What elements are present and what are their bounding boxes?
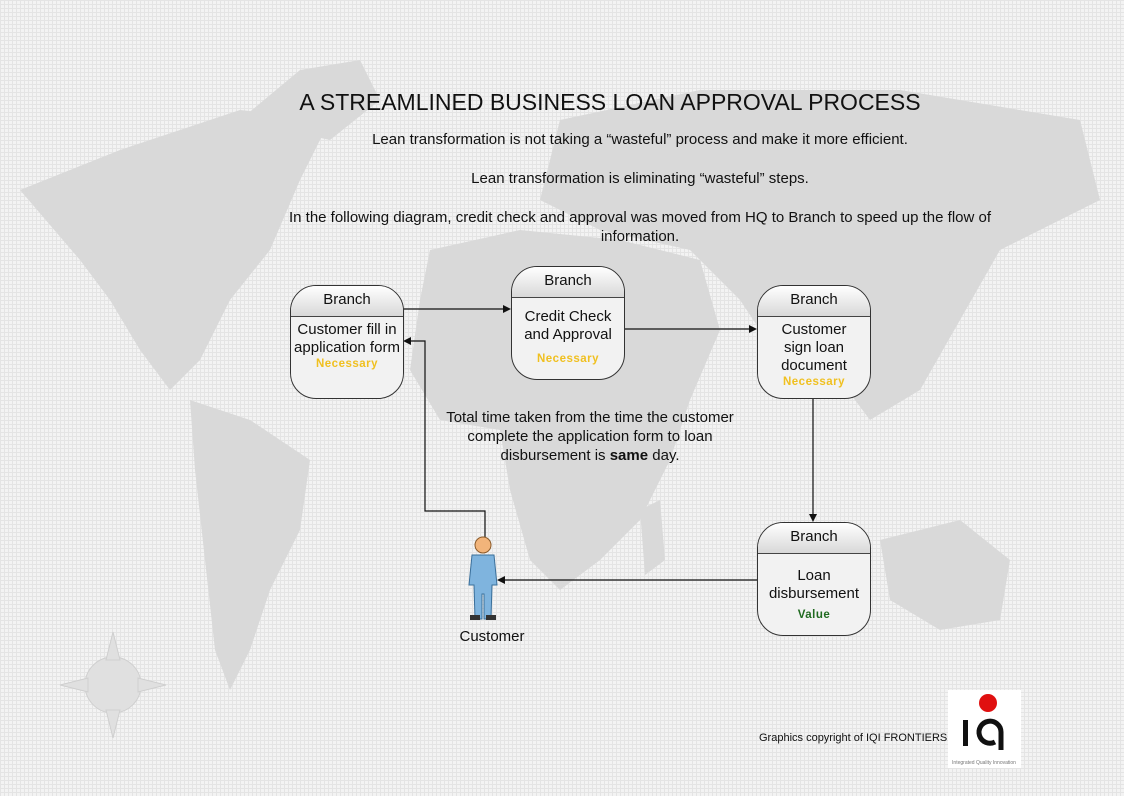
step-sign-document: Branch Customer sign loan document Neces… (757, 285, 871, 399)
svg-text:Integrated Quality Innovation: Integrated Quality Innovation (952, 760, 1016, 766)
total-time-note: Total time taken from the time the custo… (446, 409, 734, 464)
step-credit-check: Branch Credit Check and Approval Necessa… (511, 266, 625, 380)
page-title: A STREAMLINED BUSINESS LOAN APPROVAL PRO… (299, 89, 921, 115)
iqi-logo: Integrated Quality Innovation (948, 690, 1021, 768)
step-tag: Necessary (315, 358, 379, 370)
step-header: Branch (291, 286, 403, 317)
step-header: Branch (758, 523, 870, 554)
intro-text-1: Lean transformation is not taking a “was… (372, 131, 908, 148)
step-tag: Value (797, 609, 831, 621)
compass-rose-icon (59, 631, 167, 739)
step-application-form: Branch Customer fill in application form… (290, 285, 404, 399)
customer-label: Customer (459, 628, 525, 645)
step-body: Loan disbursement (768, 567, 860, 602)
step-header: Branch (758, 286, 870, 317)
step-tag: Necessary (536, 353, 600, 365)
step-tag: Necessary (782, 376, 846, 388)
step-loan-disbursement: Branch Loan disbursement Value (757, 522, 871, 636)
flow-connectors (403, 308, 814, 581)
intro-text-2: Lean transformation is eliminating “wast… (471, 170, 809, 187)
customer-person-icon (468, 536, 498, 620)
intro-text-3: In the following diagram, credit check a… (288, 209, 992, 245)
copyright-text: Graphics copyright of IQI FRONTIERS (759, 732, 948, 744)
step-body: Customer fill in application form (294, 321, 400, 356)
step-header: Branch (512, 267, 624, 298)
step-body: Credit Check and Approval (524, 308, 612, 343)
step-body: Customer sign loan document (781, 321, 847, 374)
